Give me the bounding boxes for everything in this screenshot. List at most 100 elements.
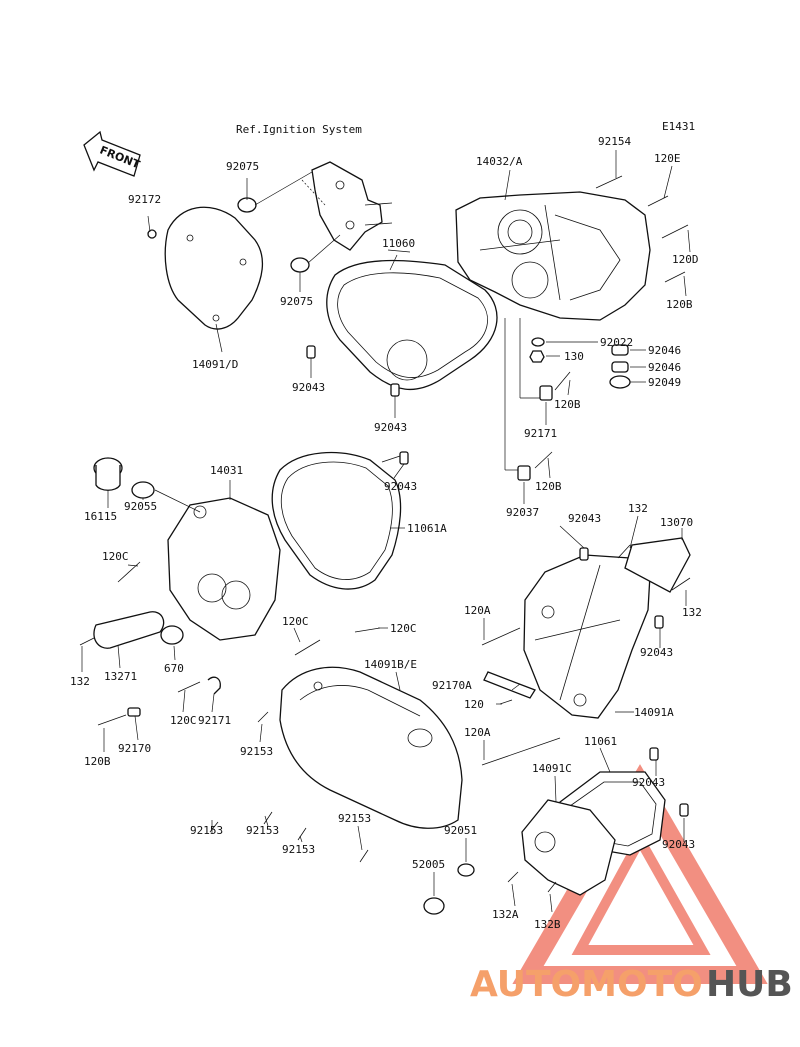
- callout-92043-a: 92043: [292, 381, 325, 394]
- part-seal-52005: [423, 897, 445, 915]
- part-bolt-92154: [595, 175, 623, 189]
- callout-92153-e: 92153: [338, 812, 371, 825]
- part-bolt-120D: [661, 224, 689, 239]
- callout-92043-f: 92043: [632, 776, 665, 789]
- part-crankcase-cover-14032A: [455, 191, 651, 321]
- part-washer-92051: [457, 863, 475, 877]
- callout-14091D: 14091/D: [192, 358, 238, 371]
- part-clamp-92171-b: [207, 676, 221, 695]
- callout-120C-b: 120C: [282, 615, 309, 628]
- part-dowel-92043-d: [579, 547, 589, 561]
- watermark-text: AUTOMOTO HUB: [470, 964, 793, 1005]
- part-gasket-11060: [326, 259, 498, 391]
- part-cover-14091D: [164, 206, 264, 330]
- callout-670: 670: [164, 662, 184, 675]
- part-bush-92046-a: [611, 344, 629, 356]
- callout-92043-b: 92043: [374, 421, 407, 434]
- diagram-code: E1431: [662, 120, 695, 133]
- callout-13070: 13070: [660, 516, 693, 529]
- callout-labels: 92172 92075 92075 14091/D 11060 92043 92…: [70, 135, 702, 931]
- callout-92154: 92154: [598, 135, 631, 148]
- part-bolt-120B-b: [554, 371, 571, 391]
- callout-120C-d: 120C: [170, 714, 197, 727]
- callout-132A: 132A: [492, 908, 519, 921]
- part-washer-92075-a: [237, 197, 257, 213]
- callout-92172: 92172: [128, 193, 161, 206]
- callout-132B: 132B: [534, 918, 561, 931]
- part-bolt-92153-b: [209, 821, 219, 833]
- callout-92171-b: 92171: [198, 714, 231, 727]
- callout-120C-c: 120C: [390, 622, 417, 635]
- part-bolt-132-b: [617, 544, 631, 559]
- callout-14031: 14031: [210, 464, 243, 477]
- part-dowel-92043-f: [649, 747, 659, 761]
- part-oring-670: [160, 625, 184, 645]
- part-bolt-120: [499, 699, 513, 705]
- callout-120C-a: 120C: [102, 550, 129, 563]
- callout-92170A: 92170A: [432, 679, 472, 692]
- part-bush-92046-b: [611, 361, 629, 373]
- callout-120D: 120D: [672, 253, 699, 266]
- part-gasket-11061A: [271, 452, 402, 590]
- part-dowel-92043-e: [654, 615, 664, 629]
- part-cover-14091A: [523, 554, 651, 719]
- callout-130: 130: [564, 350, 584, 363]
- part-bolt-92172: [147, 229, 157, 239]
- part-bolt-120C-a: [117, 561, 141, 583]
- part-cover-14091C: [521, 799, 616, 896]
- callout-11060: 11060: [382, 237, 415, 250]
- part-cover-14031: [167, 497, 281, 641]
- part-washer-92022: [531, 337, 545, 347]
- callout-11061: 11061: [584, 735, 617, 748]
- callout-120B-a: 120B: [666, 298, 693, 311]
- part-strap-92170A: [483, 671, 536, 699]
- callout-120A-a: 120A: [464, 604, 491, 617]
- part-bolt-120C-c: [294, 639, 321, 656]
- callout-16115: 16115: [84, 510, 117, 523]
- callout-92043-d: 92043: [568, 512, 601, 525]
- callout-132-a: 132: [70, 675, 90, 688]
- part-plate-13271: [93, 611, 165, 649]
- callout-52005: 52005: [412, 858, 445, 871]
- callout-92046-b: 92046: [648, 361, 681, 374]
- part-dowel-92043-c: [399, 451, 409, 465]
- part-oring-92055: [131, 481, 155, 499]
- callout-92153-b: 92153: [190, 824, 223, 837]
- callout-92171: 92171: [524, 427, 557, 440]
- part-dowel-92043-b: [390, 383, 400, 397]
- callout-92075-b: 92075: [280, 295, 313, 308]
- callout-13271: 13271: [104, 670, 137, 683]
- part-bolt-120E: [647, 195, 669, 207]
- part-clamp-92170: [127, 707, 141, 717]
- callout-120: 120: [464, 698, 484, 711]
- part-dowel-92043-a: [306, 345, 316, 359]
- callout-92043-c: 92043: [384, 480, 417, 493]
- part-bolt-120A-a: [481, 627, 521, 646]
- part-bracket-ignition: [311, 161, 393, 251]
- reference-note: Ref.Ignition System: [236, 123, 362, 136]
- part-bolt-120C-b: [354, 627, 381, 633]
- callout-92055: 92055: [124, 500, 157, 513]
- callout-92046-a: 92046: [648, 344, 681, 357]
- part-bolt-120B-c: [534, 451, 553, 469]
- front-arrow-icon: FRONT: [83, 130, 142, 177]
- callout-120B-c: 120B: [535, 480, 562, 493]
- part-bolt-132-a: [79, 637, 95, 646]
- callout-132-b: 132: [628, 502, 648, 515]
- callout-14091BE: 14091B/E: [364, 658, 417, 671]
- callout-92153-d: 92153: [282, 843, 315, 856]
- callout-132-c: 132: [682, 606, 702, 619]
- callout-92051: 92051: [444, 824, 477, 837]
- part-collar-92049: [609, 375, 631, 389]
- callout-120B-b: 120B: [554, 398, 581, 411]
- part-plate-13070: [624, 537, 691, 593]
- callout-120B-d: 120B: [84, 755, 111, 768]
- part-bolt-132B: [547, 881, 557, 893]
- part-cap-16115: [93, 457, 123, 491]
- watermark-part1: AUTOMOTO: [470, 964, 703, 1005]
- callout-14091C: 14091C: [532, 762, 572, 775]
- callout-11061A: 11061A: [407, 522, 447, 535]
- callout-92170: 92170: [118, 742, 151, 755]
- part-clamp-92171: [539, 385, 553, 401]
